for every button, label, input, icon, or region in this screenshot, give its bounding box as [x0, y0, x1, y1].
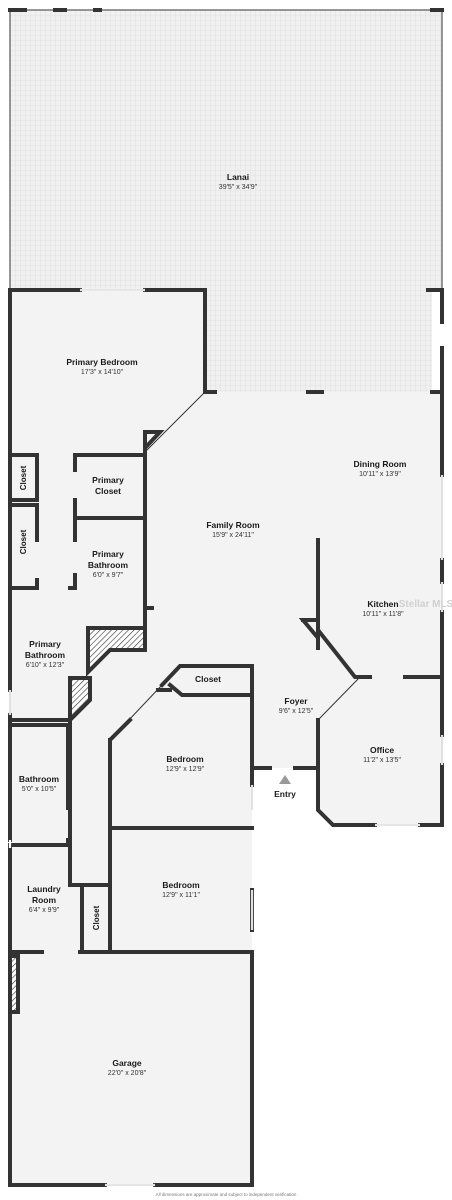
svg-text:39'5" x 34'9": 39'5" x 34'9"	[219, 184, 258, 191]
bedroom-1-label: Bedroom 12'9" x 12'9"	[166, 754, 205, 773]
dining-room-label: Dining Room 10'11" x 13'9"	[354, 459, 407, 478]
closet-v3-label: Closet	[92, 905, 101, 930]
primary-bedroom-label: Primary Bedroom 17'3" x 14'10"	[66, 357, 138, 376]
svg-text:17'3" x 14'10": 17'3" x 14'10"	[81, 369, 124, 376]
closet-v1-label: Closet	[19, 465, 28, 490]
svg-text:Closet: Closet	[95, 486, 121, 496]
svg-text:Bathroom: Bathroom	[19, 774, 60, 784]
svg-text:6'0" x 9'7": 6'0" x 9'7"	[93, 572, 124, 579]
garage-label: Garage 22'0" x 20'8"	[108, 1058, 147, 1077]
svg-text:12'9" x 11'1": 12'9" x 11'1"	[162, 892, 200, 899]
lanai-label: Lanai 39'5" x 34'9"	[219, 172, 258, 191]
closet-top-label: Closet	[195, 674, 221, 684]
svg-text:9'6" x 12'5": 9'6" x 12'5"	[279, 708, 314, 715]
svg-text:Entry: Entry	[274, 789, 296, 799]
svg-text:Primary Bedroom: Primary Bedroom	[66, 357, 138, 367]
entry-arrow-icon	[279, 775, 291, 784]
lanai-outline	[9, 9, 443, 290]
svg-text:11'2" x 13'5": 11'2" x 13'5"	[363, 757, 401, 764]
svg-text:Bathroom: Bathroom	[25, 650, 66, 660]
svg-text:12'9" x 12'9": 12'9" x 12'9"	[166, 766, 205, 773]
bedroom-2-label: Bedroom 12'9" x 11'1"	[162, 880, 200, 899]
lanai-floor	[10, 10, 442, 392]
closet-v2-label: Closet	[19, 529, 28, 554]
primary-bathroom-1-label: Primary Bathroom 6'0" x 9'7"	[88, 549, 129, 579]
svg-text:Family Room: Family Room	[206, 520, 260, 530]
svg-text:Room: Room	[32, 895, 57, 905]
svg-text:22'0" x 20'8": 22'0" x 20'8"	[108, 1070, 147, 1077]
svg-text:Closet: Closet	[195, 674, 221, 684]
svg-text:10'11" x 13'9": 10'11" x 13'9"	[359, 471, 401, 478]
watermark: Stellar MLS	[399, 599, 452, 610]
interior-floors	[10, 290, 442, 1185]
svg-text:Lanai: Lanai	[227, 172, 249, 182]
svg-text:Kitchen: Kitchen	[367, 599, 398, 609]
windows	[8, 288, 444, 1187]
svg-text:Primary: Primary	[29, 639, 61, 649]
svg-text:5'0" x 10'5": 5'0" x 10'5"	[22, 786, 57, 793]
svg-text:15'9" x 24'11": 15'9" x 24'11"	[212, 532, 254, 539]
svg-text:Primary: Primary	[92, 475, 124, 485]
svg-text:Foyer: Foyer	[284, 696, 308, 706]
svg-text:Office: Office	[370, 745, 394, 755]
svg-text:Primary: Primary	[92, 549, 124, 559]
svg-text:10'11" x 11'8": 10'11" x 11'8"	[362, 611, 404, 618]
foyer-label: Foyer 9'6" x 12'5"	[279, 696, 314, 715]
primary-closet-label: Primary Closet	[92, 475, 124, 496]
svg-text:6'10" x 12'3": 6'10" x 12'3"	[26, 662, 65, 669]
svg-text:Laundry: Laundry	[27, 884, 61, 894]
disclaimer: All dimensions are approximate and subje…	[156, 1192, 297, 1197]
entry-label: Entry	[274, 789, 296, 799]
primary-bathroom-2-label: Primary Bathroom 6'10" x 12'3"	[25, 639, 66, 669]
svg-text:Garage: Garage	[112, 1058, 142, 1068]
svg-text:6'4" x 9'9": 6'4" x 9'9"	[29, 907, 60, 914]
laundry-room-label: Laundry Room 6'4" x 9'9"	[27, 884, 61, 914]
bathroom-label: Bathroom 5'0" x 10'5"	[19, 774, 60, 793]
svg-text:Bedroom: Bedroom	[162, 880, 200, 890]
svg-text:Bedroom: Bedroom	[166, 754, 204, 764]
svg-text:Bathroom: Bathroom	[88, 560, 129, 570]
svg-text:Dining Room: Dining Room	[354, 459, 407, 469]
family-room-label: Family Room 15'9" x 24'11"	[206, 520, 260, 539]
kitchen-label: Kitchen 10'11" x 11'8"	[362, 599, 404, 618]
office-label: Office 11'2" x 13'5"	[363, 745, 401, 764]
